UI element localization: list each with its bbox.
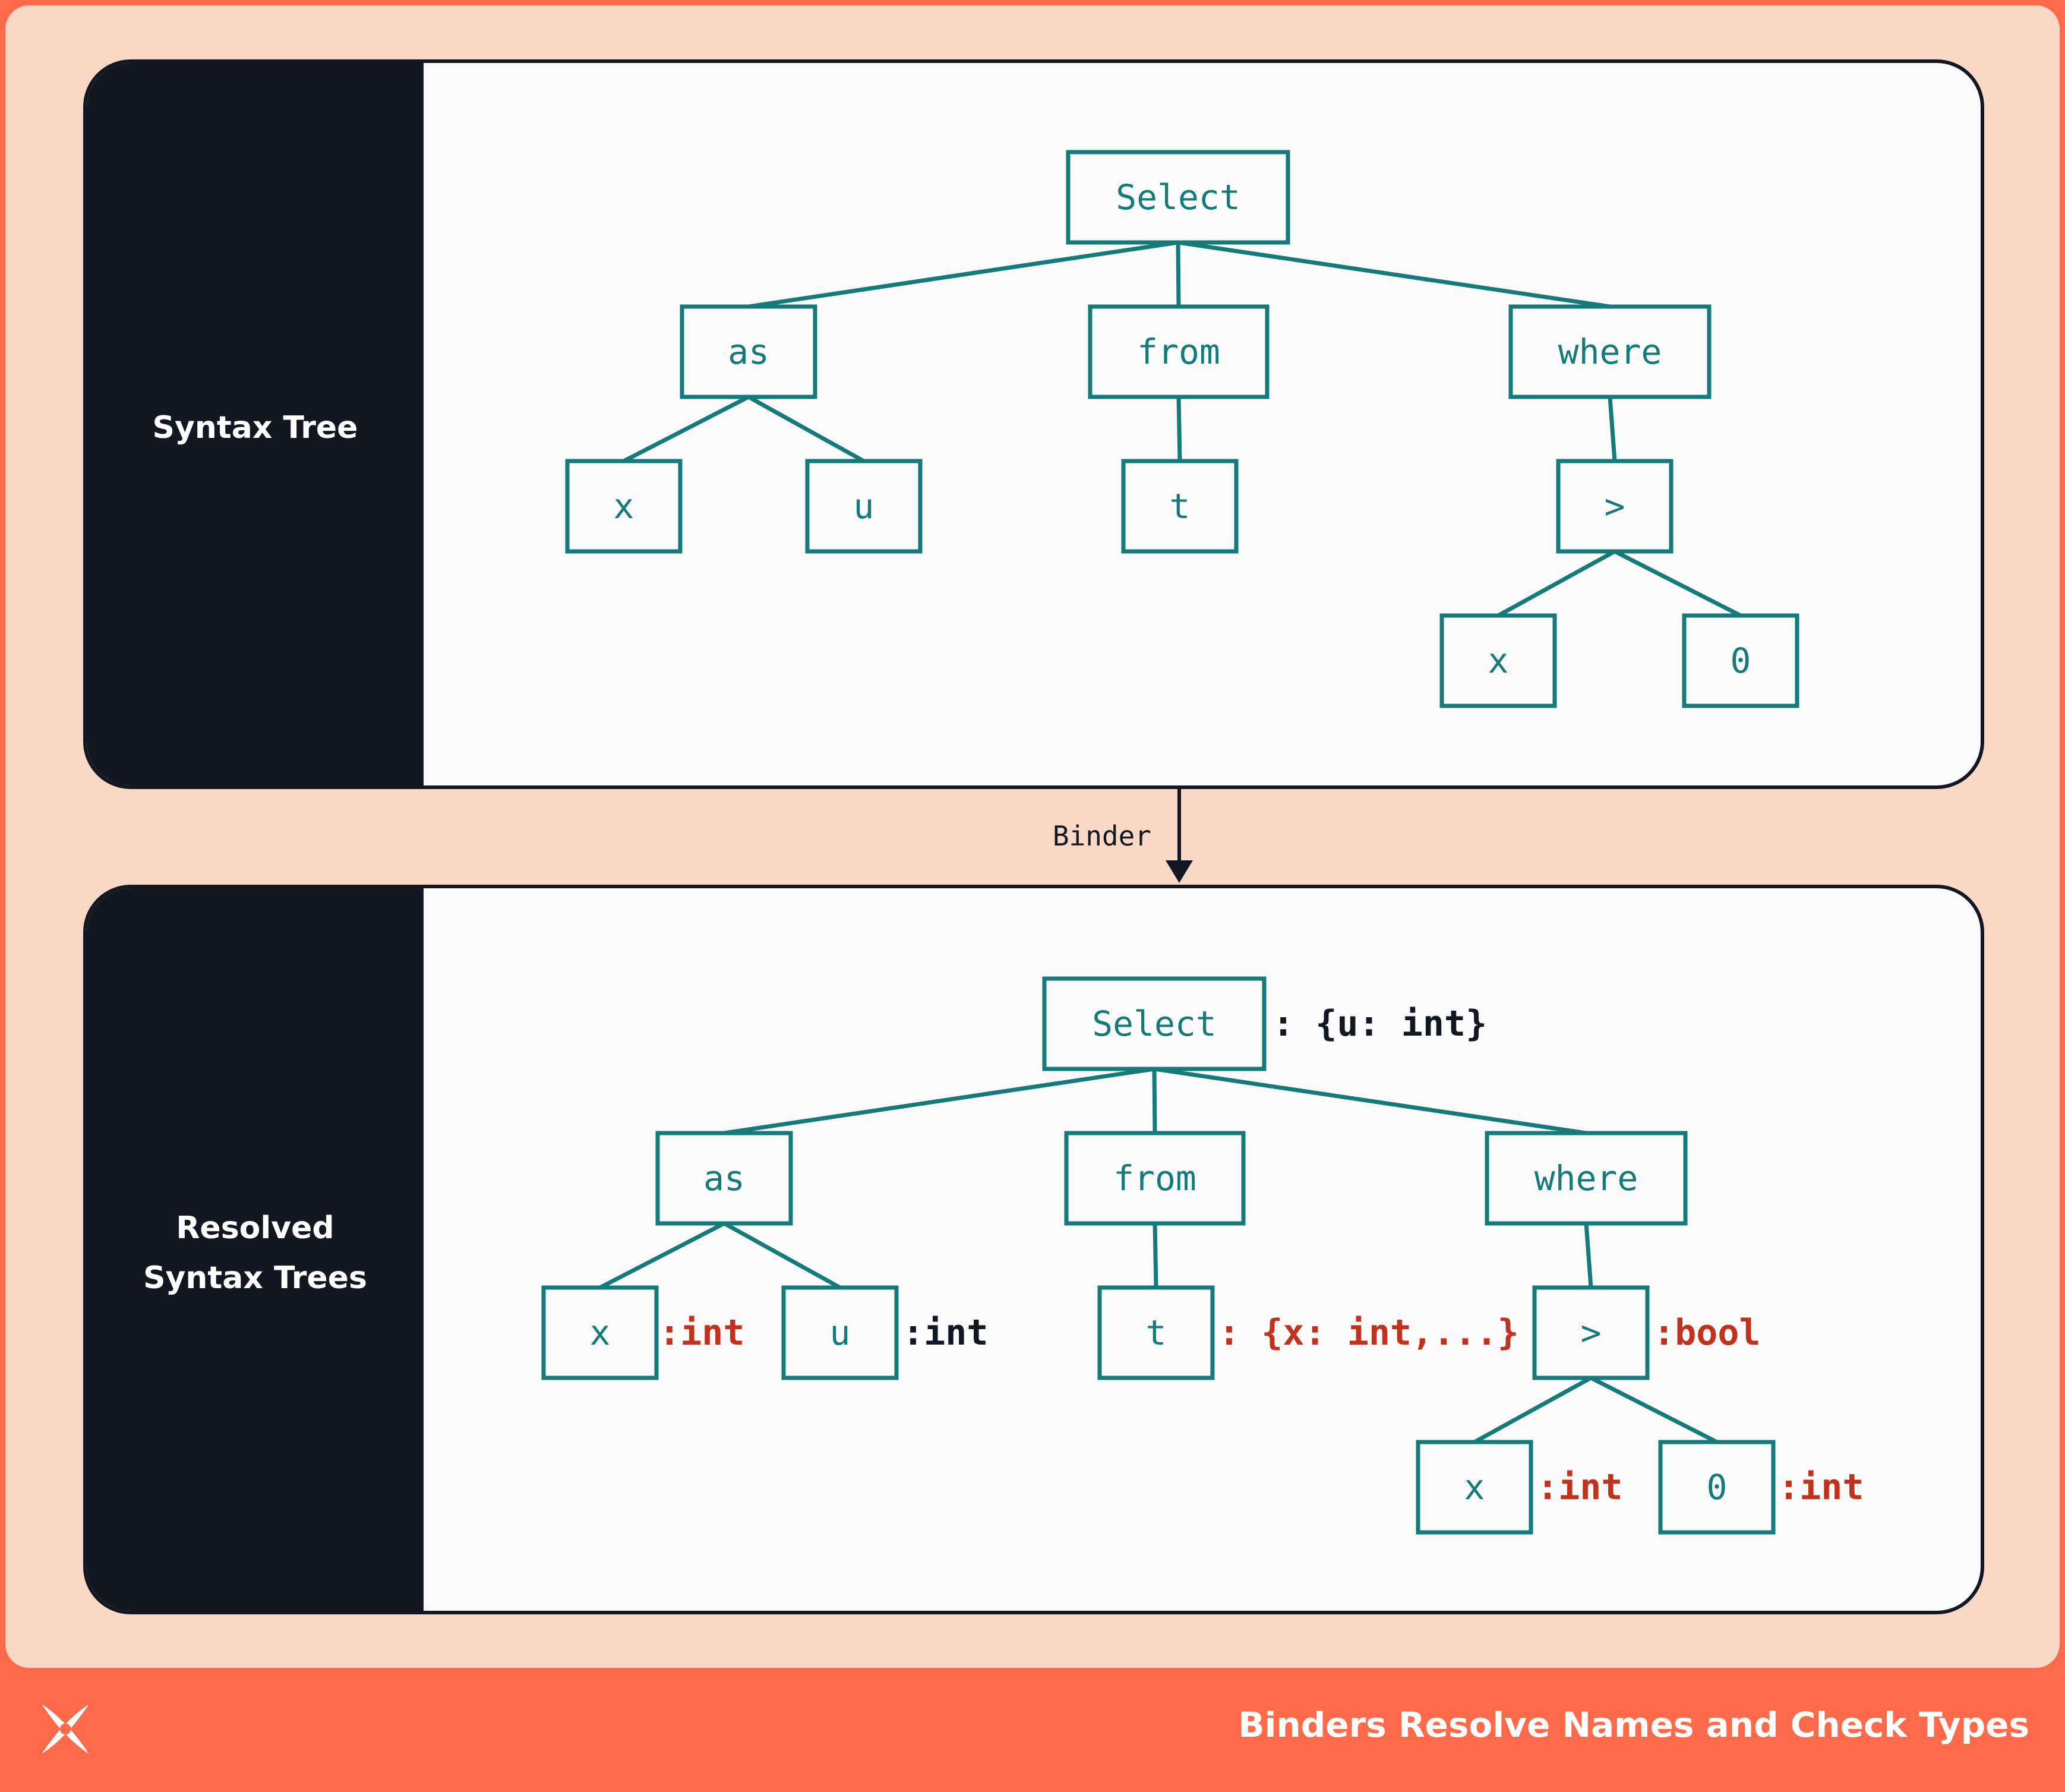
resolved-syntax-trees-panel: Resolved Syntax Trees xyxy=(83,885,1984,1614)
panel-sidebar: Resolved Syntax Trees xyxy=(87,888,424,1611)
panel-sidebar: Syntax Tree xyxy=(87,63,424,785)
footer-title: Binders Resolve Names and Check Types xyxy=(1238,1705,2029,1745)
panel-label: Syntax Tree xyxy=(152,410,358,446)
syntax-tree-panel: Syntax Tree xyxy=(83,59,1984,789)
panel-label-line-2: Syntax Trees xyxy=(143,1260,367,1296)
x-logo-icon xyxy=(42,1704,89,1754)
panel-label-line-1: Resolved xyxy=(176,1210,334,1246)
